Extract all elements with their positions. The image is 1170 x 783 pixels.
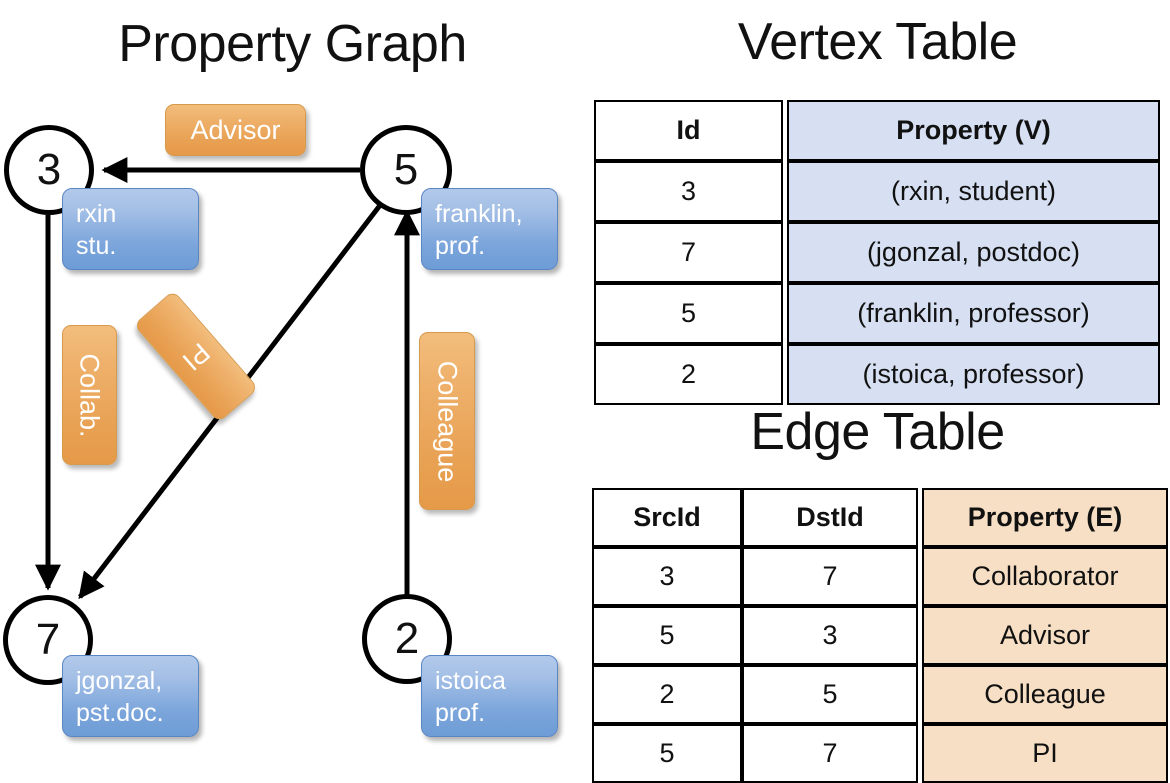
vertex-cell-id: 5: [594, 283, 783, 344]
graph-node-7-label: 7: [35, 615, 61, 664]
page-title-vertex-table: Vertex Table: [737, 13, 1018, 71]
table-row[interactable]: 2 (istoica, professor): [594, 344, 1160, 405]
node-property-5-line2: prof.: [435, 232, 486, 260]
vertex-cell-property: (rxin, student): [787, 161, 1160, 222]
vertex-table-header-row: Id Property (V): [594, 100, 1160, 161]
edge-cell-srcid: 5: [592, 724, 742, 783]
vertex-cell-property: (franklin, professor): [787, 283, 1160, 344]
table-row[interactable]: 3 (rxin, student): [594, 161, 1160, 222]
edge-label-advisor: Advisor: [165, 104, 306, 156]
graph-node-2[interactable]: 2: [362, 594, 452, 684]
graph-node-3-label: 3: [36, 145, 62, 194]
node-property-box-5: franklin, prof.: [421, 188, 558, 270]
edge-cell-srcid: 5: [592, 606, 742, 665]
vertex-header-property: Property (V): [787, 100, 1160, 161]
table-row[interactable]: 3 7 Collaborator: [592, 547, 1168, 606]
property-graph-panel: Property Graph 3 5 7 2 rxin stu. frankli…: [0, 0, 585, 760]
edge-cell-dstid: 3: [742, 606, 918, 665]
node-property-7-line1: jgonzal,: [76, 667, 163, 695]
table-row[interactable]: 5 3 Advisor: [592, 606, 1168, 665]
edge-cell-srcid: 3: [592, 547, 742, 606]
table-row[interactable]: 2 5 Colleague: [592, 665, 1168, 724]
edge-cell-property: Collaborator: [922, 547, 1168, 606]
vertex-cell-id: 2: [594, 344, 783, 405]
edge-table: SrcId DstId Property (E) 3 7 Collaborato…: [592, 488, 1168, 783]
edge-cell-dstid: 7: [742, 724, 918, 783]
table-row[interactable]: 5 (franklin, professor): [594, 283, 1160, 344]
edge-label-collab-text: Collab.: [75, 352, 106, 438]
graph-node-5-label: 5: [393, 145, 419, 194]
graph-node-2-label: 2: [394, 614, 420, 663]
node-property-box-3: rxin stu.: [62, 188, 199, 270]
edge-cell-property: PI: [922, 724, 1168, 783]
vertex-cell-property: (jgonzal, postdoc): [787, 222, 1160, 283]
graph-node-5[interactable]: 5: [360, 125, 452, 215]
edge-cell-srcid: 2: [592, 665, 742, 724]
edge-label-pi-text: PI: [176, 337, 216, 377]
edge-cell-property: Advisor: [922, 606, 1168, 665]
node-property-3-line1: rxin: [76, 200, 117, 228]
edge-table-header-row: SrcId DstId Property (E): [592, 488, 1168, 547]
node-property-box-7: jgonzal, pst.doc.: [62, 655, 199, 737]
edge-cell-dstid: 7: [742, 547, 918, 606]
node-property-3-line2: stu.: [76, 232, 117, 260]
node-property-7-line2: pst.doc.: [76, 699, 164, 727]
page-title-property-graph: Property Graph: [118, 15, 467, 73]
node-property-2-line2: prof.: [435, 699, 486, 727]
vertex-header-id: Id: [594, 100, 783, 161]
edge-label-colleague-text: Colleague: [432, 360, 463, 482]
vertex-table: Id Property (V) 3 (rxin, student) 7 (jgo…: [594, 100, 1160, 405]
page-title-edge-table: Edge Table: [750, 403, 1005, 461]
edge-header-dstid: DstId: [742, 488, 918, 547]
edge-cell-property: Colleague: [922, 665, 1168, 724]
edge-label-advisor-text: Advisor: [190, 114, 281, 145]
node-property-2-line1: istoica: [435, 667, 506, 695]
table-row[interactable]: 7 (jgonzal, postdoc): [594, 222, 1160, 283]
node-property-box-2: istoica prof.: [421, 655, 558, 737]
edge-cell-dstid: 5: [742, 665, 918, 724]
vertex-cell-id: 3: [594, 161, 783, 222]
vertex-cell-id: 7: [594, 222, 783, 283]
edge-header-srcid: SrcId: [592, 488, 742, 547]
table-row[interactable]: 5 7 PI: [592, 724, 1168, 783]
edge-header-property: Property (E): [922, 488, 1168, 547]
edge-label-colleague: Colleague: [419, 332, 475, 510]
vertex-cell-property: (istoica, professor): [787, 344, 1160, 405]
node-property-5-line1: franklin,: [435, 200, 523, 228]
edge-label-collab: Collab.: [62, 325, 117, 465]
